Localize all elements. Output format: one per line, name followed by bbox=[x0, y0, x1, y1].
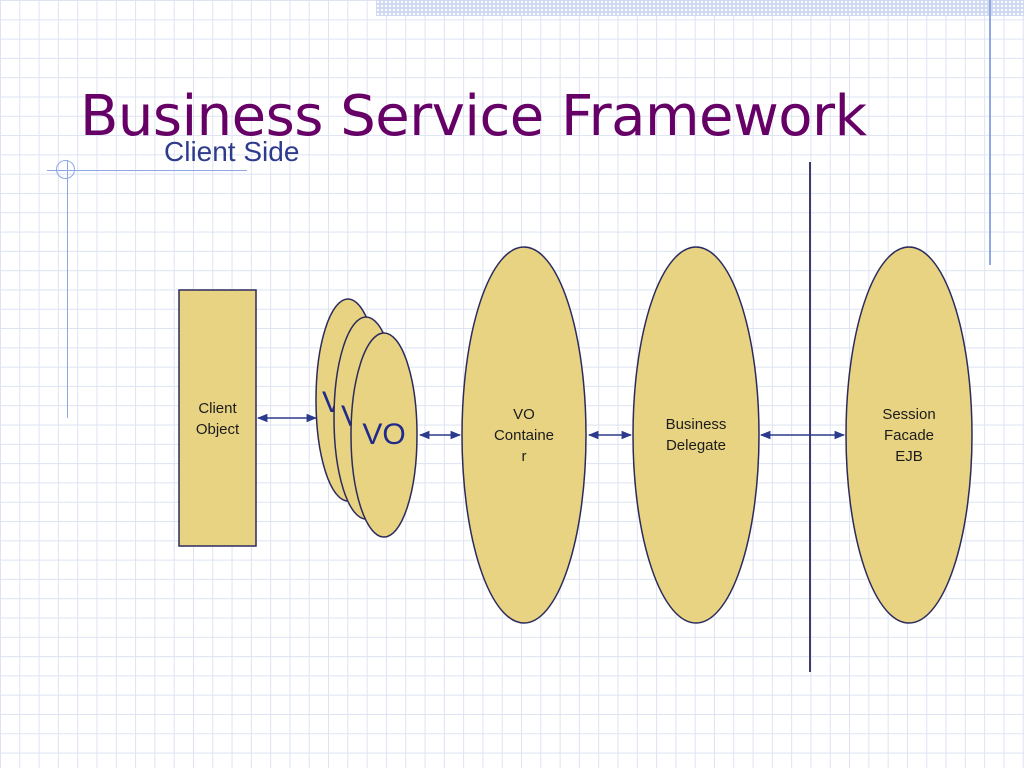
vo-ellipse-front[interactable] bbox=[350, 332, 418, 538]
decorative-band bbox=[376, 0, 1024, 16]
business-delegate-label: Business Delegate bbox=[665, 416, 727, 454]
vo-container-label: VO Containe r bbox=[493, 406, 555, 465]
vo-label: VO bbox=[362, 418, 406, 451]
slide-subtitle: Client Side bbox=[164, 136, 300, 167]
client-object-box[interactable] bbox=[178, 289, 257, 547]
client-object-label: Client Object bbox=[195, 400, 240, 438]
decorative-circle bbox=[56, 160, 75, 179]
business-delegate-ellipse[interactable] bbox=[632, 246, 760, 624]
slide-title: Business Service Framework bbox=[80, 84, 867, 149]
session-facade-ellipse[interactable] bbox=[845, 246, 973, 624]
session-facade-label: Session Facade EJB bbox=[882, 406, 936, 465]
decorative-left-line bbox=[67, 160, 68, 418]
decorative-vertical-line bbox=[989, 0, 991, 265]
decorative-title-underline bbox=[47, 170, 247, 171]
vo-container-ellipse[interactable] bbox=[461, 246, 587, 624]
